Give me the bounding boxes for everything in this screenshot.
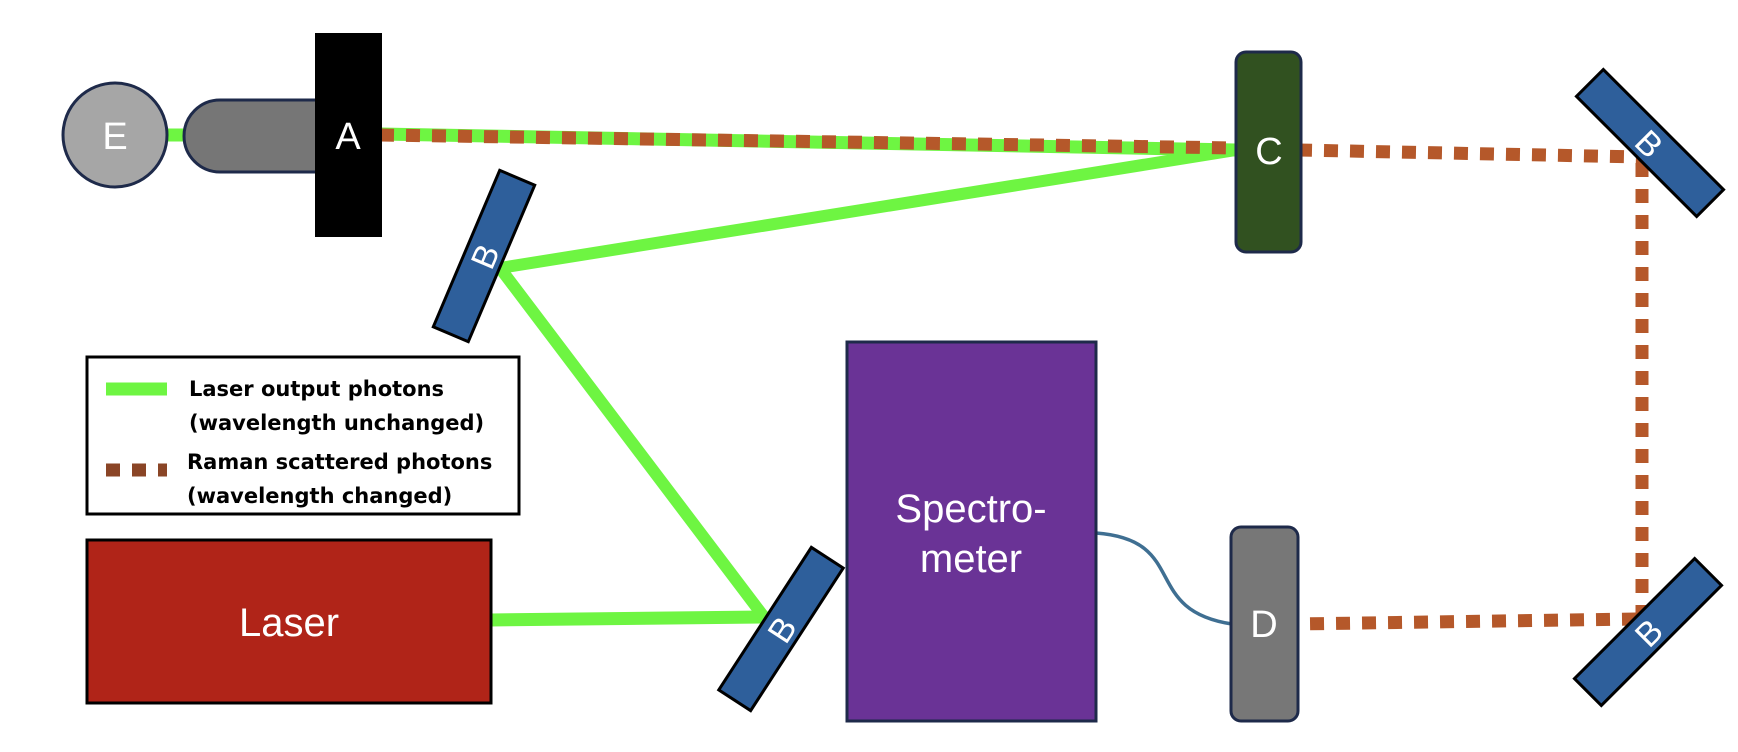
laser-source: Laser [85, 538, 493, 705]
component-e: E [61, 81, 169, 189]
beam-laser-to-mirror [483, 610, 771, 627]
component-a: A [315, 33, 382, 237]
spectrometer-label-line2: meter [920, 537, 1022, 581]
label-a: A [335, 116, 361, 158]
mirror-b-lower-right: B [1572, 556, 1724, 708]
label-c: C [1255, 131, 1282, 173]
label-d: D [1250, 604, 1277, 646]
component-d: D [1229, 525, 1300, 723]
legend-laser-line2: (wavelength unchanged) [189, 411, 484, 435]
mirror-b-lower-center: B [716, 545, 846, 713]
spectrometer-label-line1: Spectro- [895, 487, 1046, 531]
sample-tube [182, 98, 320, 174]
raman-mirror-to-detector [1294, 612, 1637, 631]
component-c: C [1234, 50, 1303, 254]
raman-beam-path [379, 128, 1649, 631]
label-e: E [102, 116, 127, 158]
legend-raman-line1: Raman scattered photons [187, 450, 492, 474]
fiber-cable [1095, 531, 1233, 626]
laser-label: Laser [239, 601, 339, 645]
mirror-b-upper-left: B [431, 168, 537, 344]
mirror-b-upper-right: B [1574, 67, 1726, 219]
beam-lower-mirror-to-upper-mirror [494, 262, 770, 623]
beam-upper-mirror-to-filter [494, 144, 1242, 274]
raman-sample-to-filter [379, 128, 1239, 155]
legend-raman-line2: (wavelength changed) [187, 484, 452, 508]
raman-filter-to-mirror [1297, 143, 1643, 164]
legend-laser-line1: Laser output photons [189, 377, 444, 401]
spectrometer: Spectro- meter [845, 340, 1098, 723]
legend: Laser output photons (wavelength unchang… [85, 355, 521, 516]
